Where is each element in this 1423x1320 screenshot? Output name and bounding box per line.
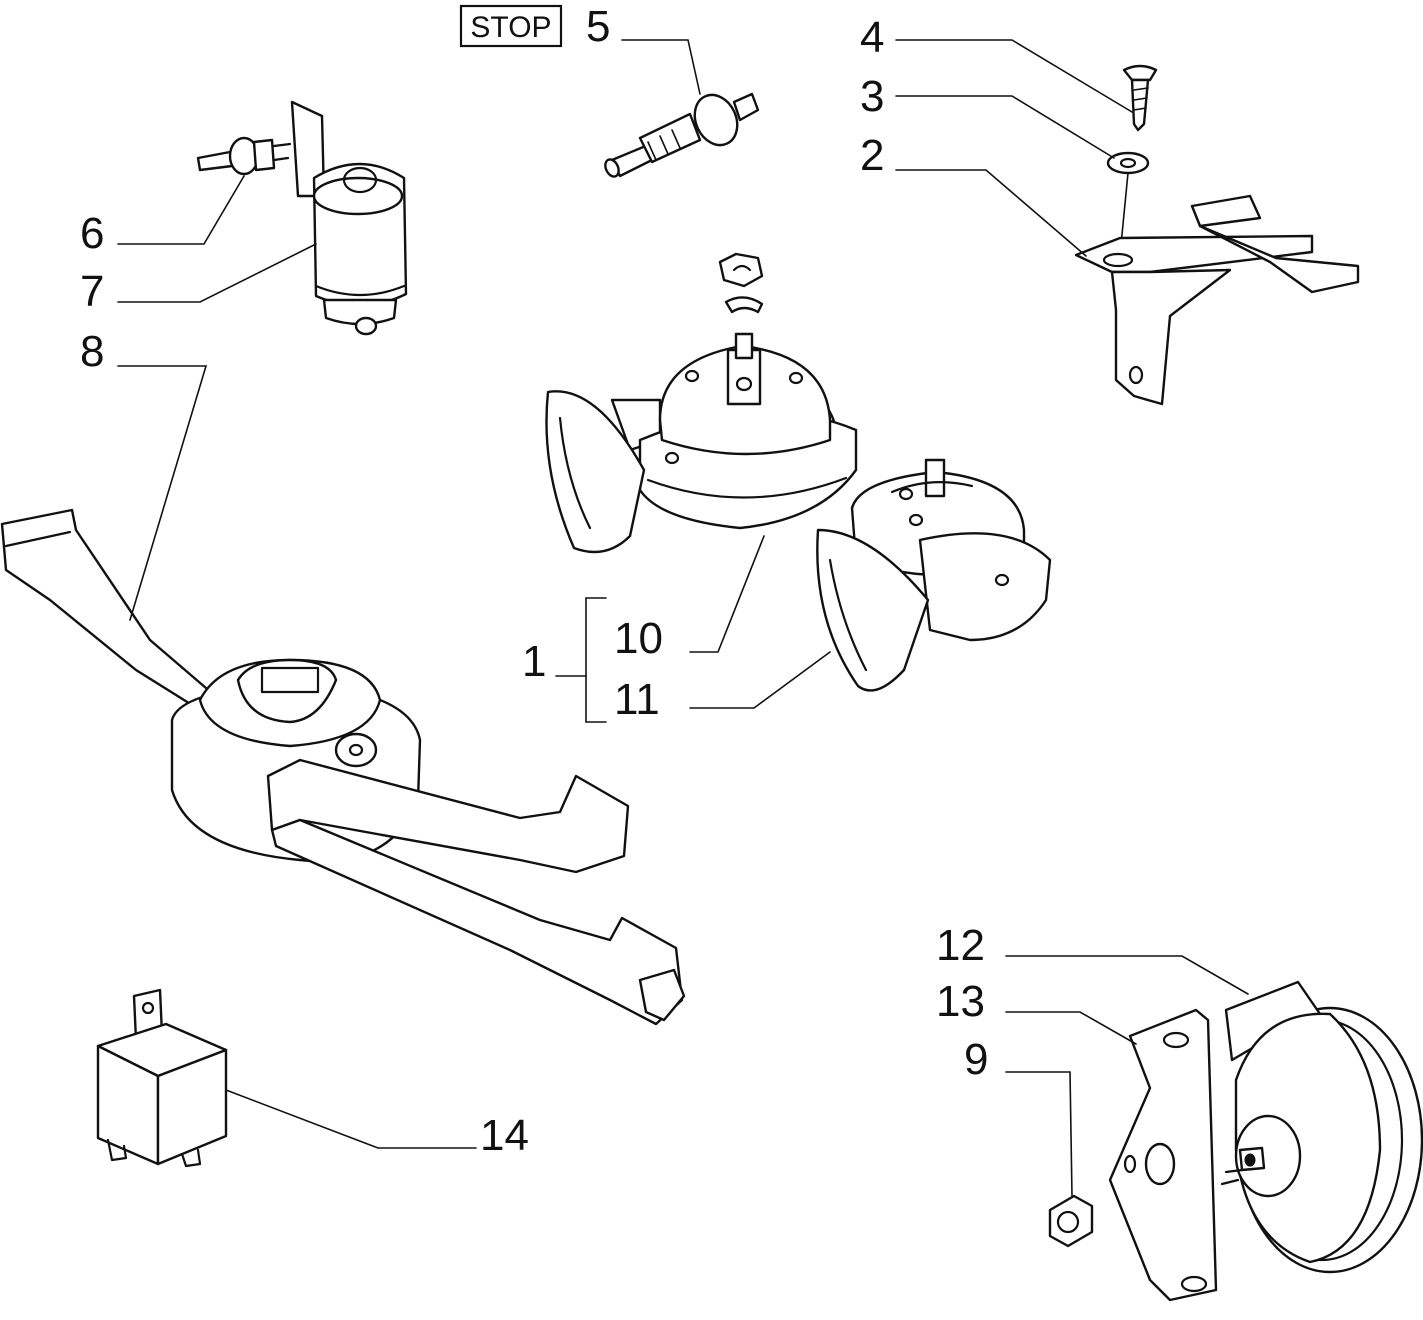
part-2-bracket <box>1074 194 1360 406</box>
callout-4: 4 <box>860 13 884 62</box>
callout-2: 2 <box>860 131 884 180</box>
leader-lines <box>117 39 1249 1197</box>
callout-7: 7 <box>80 267 104 316</box>
callout-9: 9 <box>964 1035 988 1084</box>
callout-3: 3 <box>860 72 884 121</box>
callout-14: 14 <box>480 1111 529 1160</box>
part-7-pump <box>290 100 408 336</box>
callout-1: 1 <box>522 637 546 686</box>
part-9-nut <box>1048 1194 1094 1248</box>
part-6-nipple <box>196 136 292 176</box>
callout-8: 8 <box>80 327 104 376</box>
callout-10: 10 <box>614 614 663 663</box>
part-12-horn <box>1220 980 1423 1274</box>
part-10-horn <box>545 252 858 554</box>
callout-13: 13 <box>936 977 985 1026</box>
callout-12: 12 <box>936 921 985 970</box>
part-8-hub <box>0 508 686 1026</box>
part-13-bracket <box>1108 1008 1218 1302</box>
part-11-horn <box>816 458 1052 692</box>
callouts: 5 4 3 2 6 7 8 10 1 11 12 13 9 14 <box>80 2 988 1160</box>
callout-6: 6 <box>80 209 104 258</box>
stop-badge: STOP <box>459 4 563 48</box>
callout-5: 5 <box>586 2 610 51</box>
part-14-relay <box>96 988 228 1168</box>
stop-label: STOP <box>470 11 551 44</box>
part-5-switch <box>604 92 760 178</box>
part-4-screw <box>1122 64 1158 132</box>
callout-11: 11 <box>614 675 660 724</box>
